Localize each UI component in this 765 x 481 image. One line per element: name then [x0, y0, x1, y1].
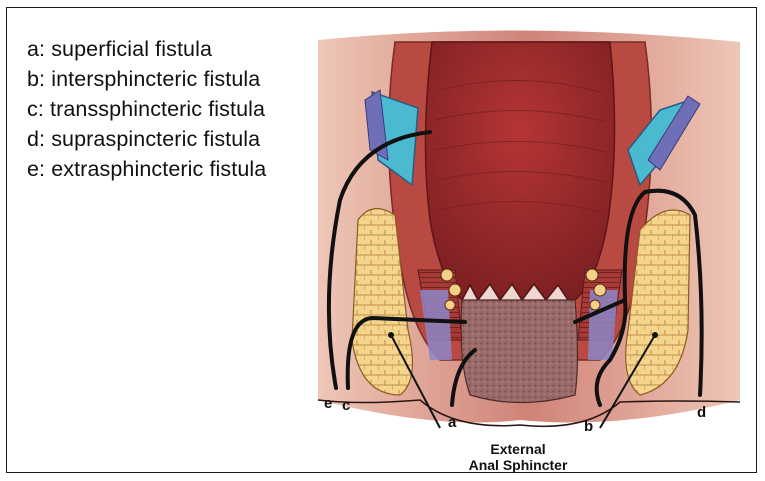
caption-line-2: Anal Sphincter: [463, 457, 573, 473]
external-anal-sphincter-caption: External Anal Sphincter: [463, 441, 573, 473]
anal-canal: [461, 300, 578, 403]
tract-label-a: a: [448, 414, 456, 431]
sphincter-marker-right: [652, 332, 658, 338]
sphincter-marker-left: [388, 332, 394, 338]
caption-line-1: External: [463, 441, 573, 457]
tract-label-b: b: [584, 418, 593, 435]
tract-label-d: d: [697, 404, 706, 421]
tract-label-e: e: [324, 395, 332, 412]
tract-label-c: c: [342, 397, 350, 414]
